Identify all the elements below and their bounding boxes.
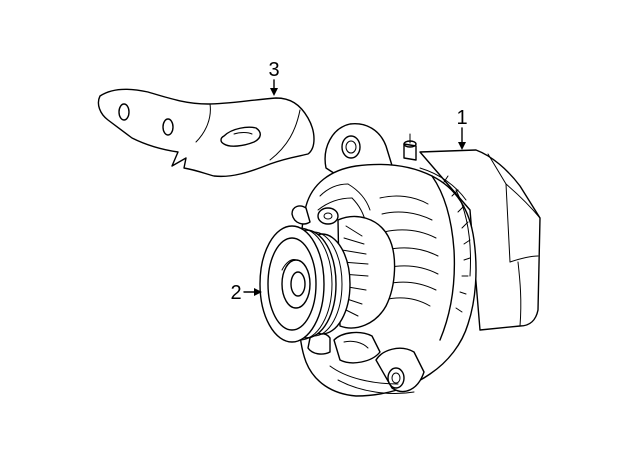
- callout-2-label: 2: [230, 282, 241, 304]
- callout-3-label: 3: [268, 59, 279, 81]
- arrow-right-icon: [254, 288, 262, 296]
- alternator-icon: [291, 123, 541, 397]
- callout-1-label: 1: [456, 107, 467, 129]
- callout-1: 1: [456, 107, 468, 150]
- callout-3: 3: [268, 59, 280, 96]
- pulley-icon: [259, 225, 351, 343]
- mounting-bracket-icon: [97, 88, 315, 178]
- callout-2: 2: [230, 282, 262, 304]
- arrow-down-icon: [458, 142, 466, 150]
- arrow-down-icon: [270, 88, 278, 96]
